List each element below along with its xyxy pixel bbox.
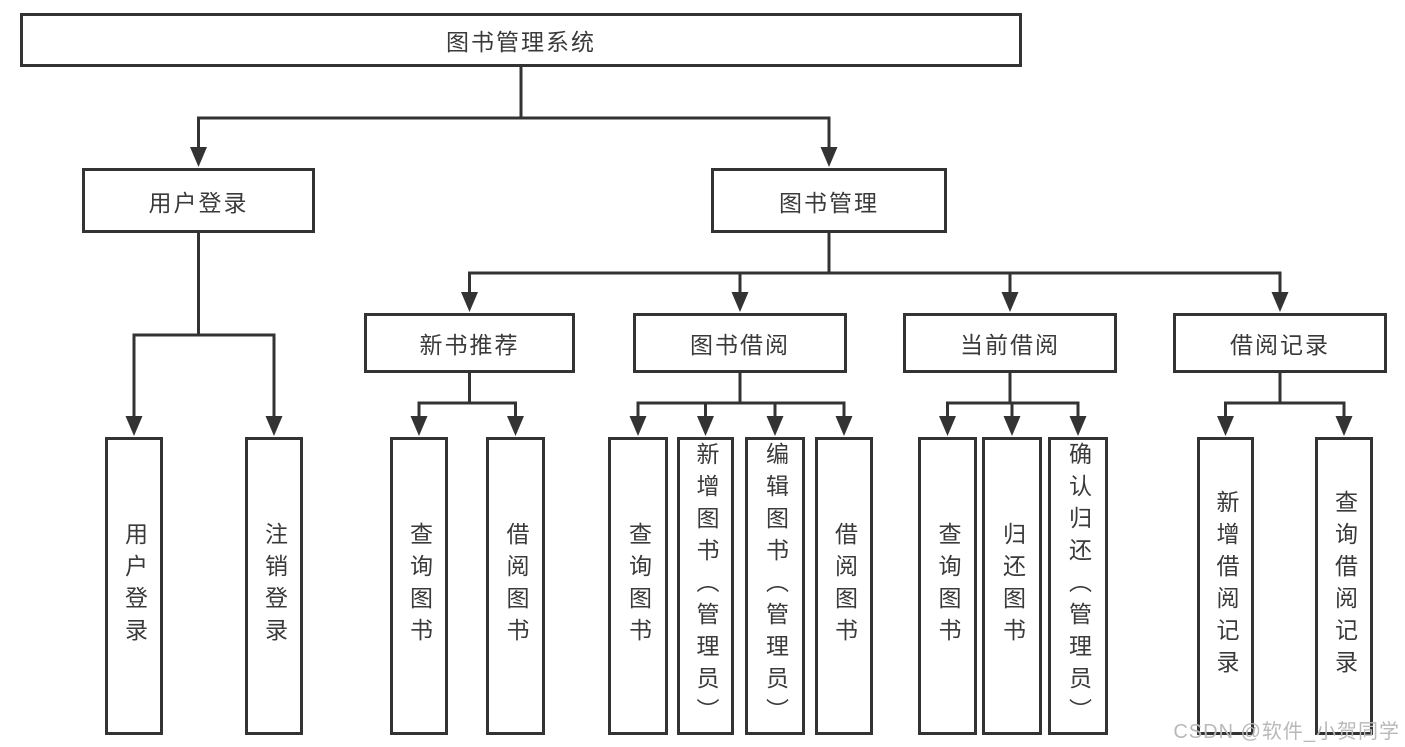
node-book-borrowing: 图书借阅 xyxy=(633,313,847,373)
node-brec-add-record: 新增借阅记录 xyxy=(1197,437,1254,735)
node-label-rec-query-books: 查询图书 xyxy=(406,522,433,650)
node-label-bor-edit-books: 编辑图书（管理员） xyxy=(762,442,789,730)
node-label-brec-query-record: 查询借阅记录 xyxy=(1331,490,1358,682)
node-bor-borrow-books: 借阅图书 xyxy=(815,437,873,735)
node-logout-leaf: 注销登录 xyxy=(245,437,303,735)
node-new-book-rec: 新书推荐 xyxy=(364,313,575,373)
node-root: 图书管理系统 xyxy=(20,13,1022,67)
node-rec-query-books: 查询图书 xyxy=(390,437,448,735)
node-user-login: 用户登录 xyxy=(82,168,315,233)
node-book-mgmt: 图书管理 xyxy=(711,168,947,233)
node-current-borrowing: 当前借阅 xyxy=(903,313,1117,373)
node-label-borrowing-records: 借阅记录 xyxy=(1230,332,1330,358)
node-label-cur-confirm-return: 确认归还（管理员） xyxy=(1065,442,1092,730)
node-borrowing-records: 借阅记录 xyxy=(1173,313,1387,373)
node-label-book-borrowing: 图书借阅 xyxy=(690,332,790,358)
node-cur-confirm-return: 确认归还（管理员） xyxy=(1048,437,1108,735)
node-label-logout-leaf: 注销登录 xyxy=(261,522,288,650)
node-brec-query-record: 查询借阅记录 xyxy=(1315,437,1373,735)
node-cur-return-books: 归还图书 xyxy=(982,437,1042,735)
node-label-bor-borrow-books: 借阅图书 xyxy=(831,522,858,650)
node-bor-edit-books: 编辑图书（管理员） xyxy=(745,437,805,735)
node-label-current-borrowing: 当前借阅 xyxy=(960,332,1060,358)
node-label-cur-return-books: 归还图书 xyxy=(999,522,1026,650)
node-label-brec-add-record: 新增借阅记录 xyxy=(1213,490,1239,682)
node-rec-borrow-books: 借阅图书 xyxy=(486,437,545,735)
node-label-user-login: 用户登录 xyxy=(148,189,249,216)
node-label-rec-borrow-books: 借阅图书 xyxy=(503,522,529,650)
node-bor-add-books: 新增图书（管理员） xyxy=(677,437,734,735)
node-label-user-login-leaf: 用户登录 xyxy=(121,522,148,650)
node-label-book-mgmt: 图书管理 xyxy=(779,189,879,216)
node-cur-query-books: 查询图书 xyxy=(918,437,977,735)
node-label-new-book-rec: 新书推荐 xyxy=(419,332,520,358)
node-label-cur-query-books: 查询图书 xyxy=(935,522,961,650)
node-label-root: 图书管理系统 xyxy=(446,29,596,55)
node-label-bor-add-books: 新增图书（管理员） xyxy=(693,442,719,730)
node-bor-query-books: 查询图书 xyxy=(608,437,668,735)
node-user-login-leaf: 用户登录 xyxy=(105,437,163,735)
watermark: CSDN @软件_小贺同学 xyxy=(1173,721,1400,743)
node-label-bor-query-books: 查询图书 xyxy=(625,522,652,650)
